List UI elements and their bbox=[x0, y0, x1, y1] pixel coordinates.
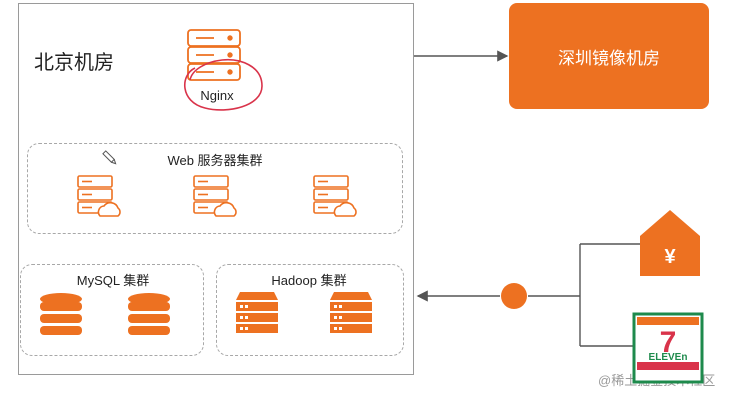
hadoop-cluster-title: Hadoop 集群 bbox=[271, 273, 347, 288]
nginx-label: Nginx bbox=[200, 88, 234, 103]
currency-symbol: ¥ bbox=[664, 246, 676, 268]
mysql-cluster-title: MySQL 集群 bbox=[76, 273, 150, 288]
currency-house-icon bbox=[640, 210, 700, 276]
web-cluster-group bbox=[27, 143, 403, 234]
store-logo-text: ELEVEn bbox=[649, 352, 688, 363]
client-connector-lines bbox=[528, 243, 640, 347]
pencil-icon bbox=[102, 150, 117, 165]
web-server-icon bbox=[193, 175, 237, 217]
mysql-database-icon bbox=[128, 293, 170, 335]
junction-dot bbox=[501, 283, 527, 309]
web-server-icon bbox=[77, 175, 121, 217]
shenzhen-mirror-room-box: 深圳镜像机房 bbox=[509, 3, 709, 109]
store-logo-icon: 7 bbox=[632, 312, 704, 384]
web-cluster-title: Web 服务器集群 bbox=[167, 153, 263, 168]
mysql-database-icon bbox=[40, 293, 82, 335]
hadoop-server-icon bbox=[330, 292, 372, 333]
hadoop-cluster-group bbox=[216, 264, 404, 356]
shenzhen-mirror-room-title: 深圳镜像机房 bbox=[558, 48, 660, 68]
beijing-room-title: 北京机房 bbox=[34, 52, 114, 74]
web-server-icon bbox=[313, 175, 357, 217]
red-annotation-scribble bbox=[183, 58, 263, 111]
hadoop-server-icon bbox=[236, 292, 278, 333]
svg-text:7: 7 bbox=[660, 326, 677, 359]
mysql-cluster-group bbox=[20, 264, 204, 356]
nginx-server-icon bbox=[187, 29, 241, 81]
